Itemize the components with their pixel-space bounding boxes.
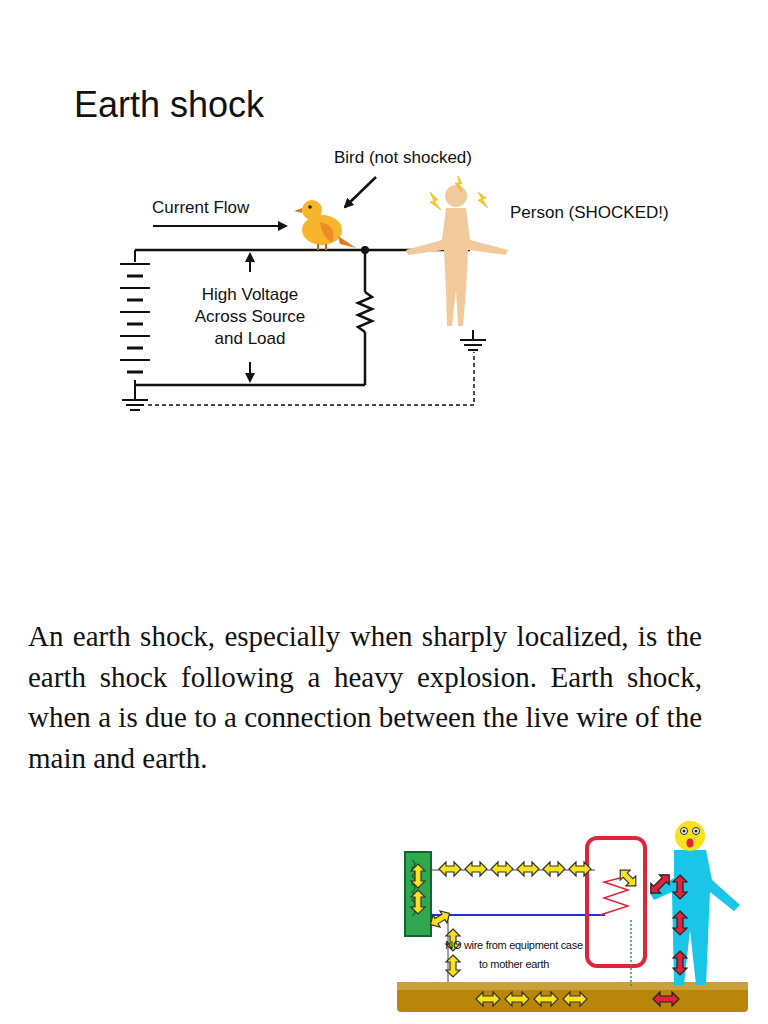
voltage-arrow [249, 362, 251, 381]
callout-label: Bird (not shocked) [334, 148, 472, 168]
callout-label: Person (SHOCKED!) [510, 203, 669, 223]
current-arrows [411, 862, 641, 1006]
ground-symbol [122, 385, 148, 410]
leader-arrow [345, 177, 376, 207]
body-paragraph: An earth shock, especially when sharply … [28, 616, 702, 778]
flow-label: Current Flow [152, 198, 249, 218]
voltage-arrow [249, 254, 251, 272]
ground-symbol [460, 330, 486, 350]
page-title: Earth shock [74, 84, 264, 126]
person-figure [406, 185, 508, 326]
shocked-person [650, 821, 740, 985]
equipment-case [587, 838, 645, 966]
shock-arrows [646, 870, 687, 1006]
note-label: NO wire from equipment case to mother ea… [444, 936, 584, 974]
earth-surface [397, 982, 748, 990]
battery-symbol [120, 250, 150, 395]
missing-earth-wire [630, 920, 632, 988]
shock-sparks [430, 176, 488, 210]
current-arrow [153, 225, 286, 227]
circuit-wires [135, 250, 470, 385]
neutral-wire [431, 914, 605, 916]
heating-element [600, 876, 628, 915]
voltage-label: High Voltage Across Source and Load [180, 284, 320, 350]
bird-figure [294, 200, 356, 250]
transformer [405, 852, 431, 936]
earth-path [148, 352, 474, 405]
earth-ground [397, 982, 748, 1012]
junction-dot [361, 246, 369, 254]
